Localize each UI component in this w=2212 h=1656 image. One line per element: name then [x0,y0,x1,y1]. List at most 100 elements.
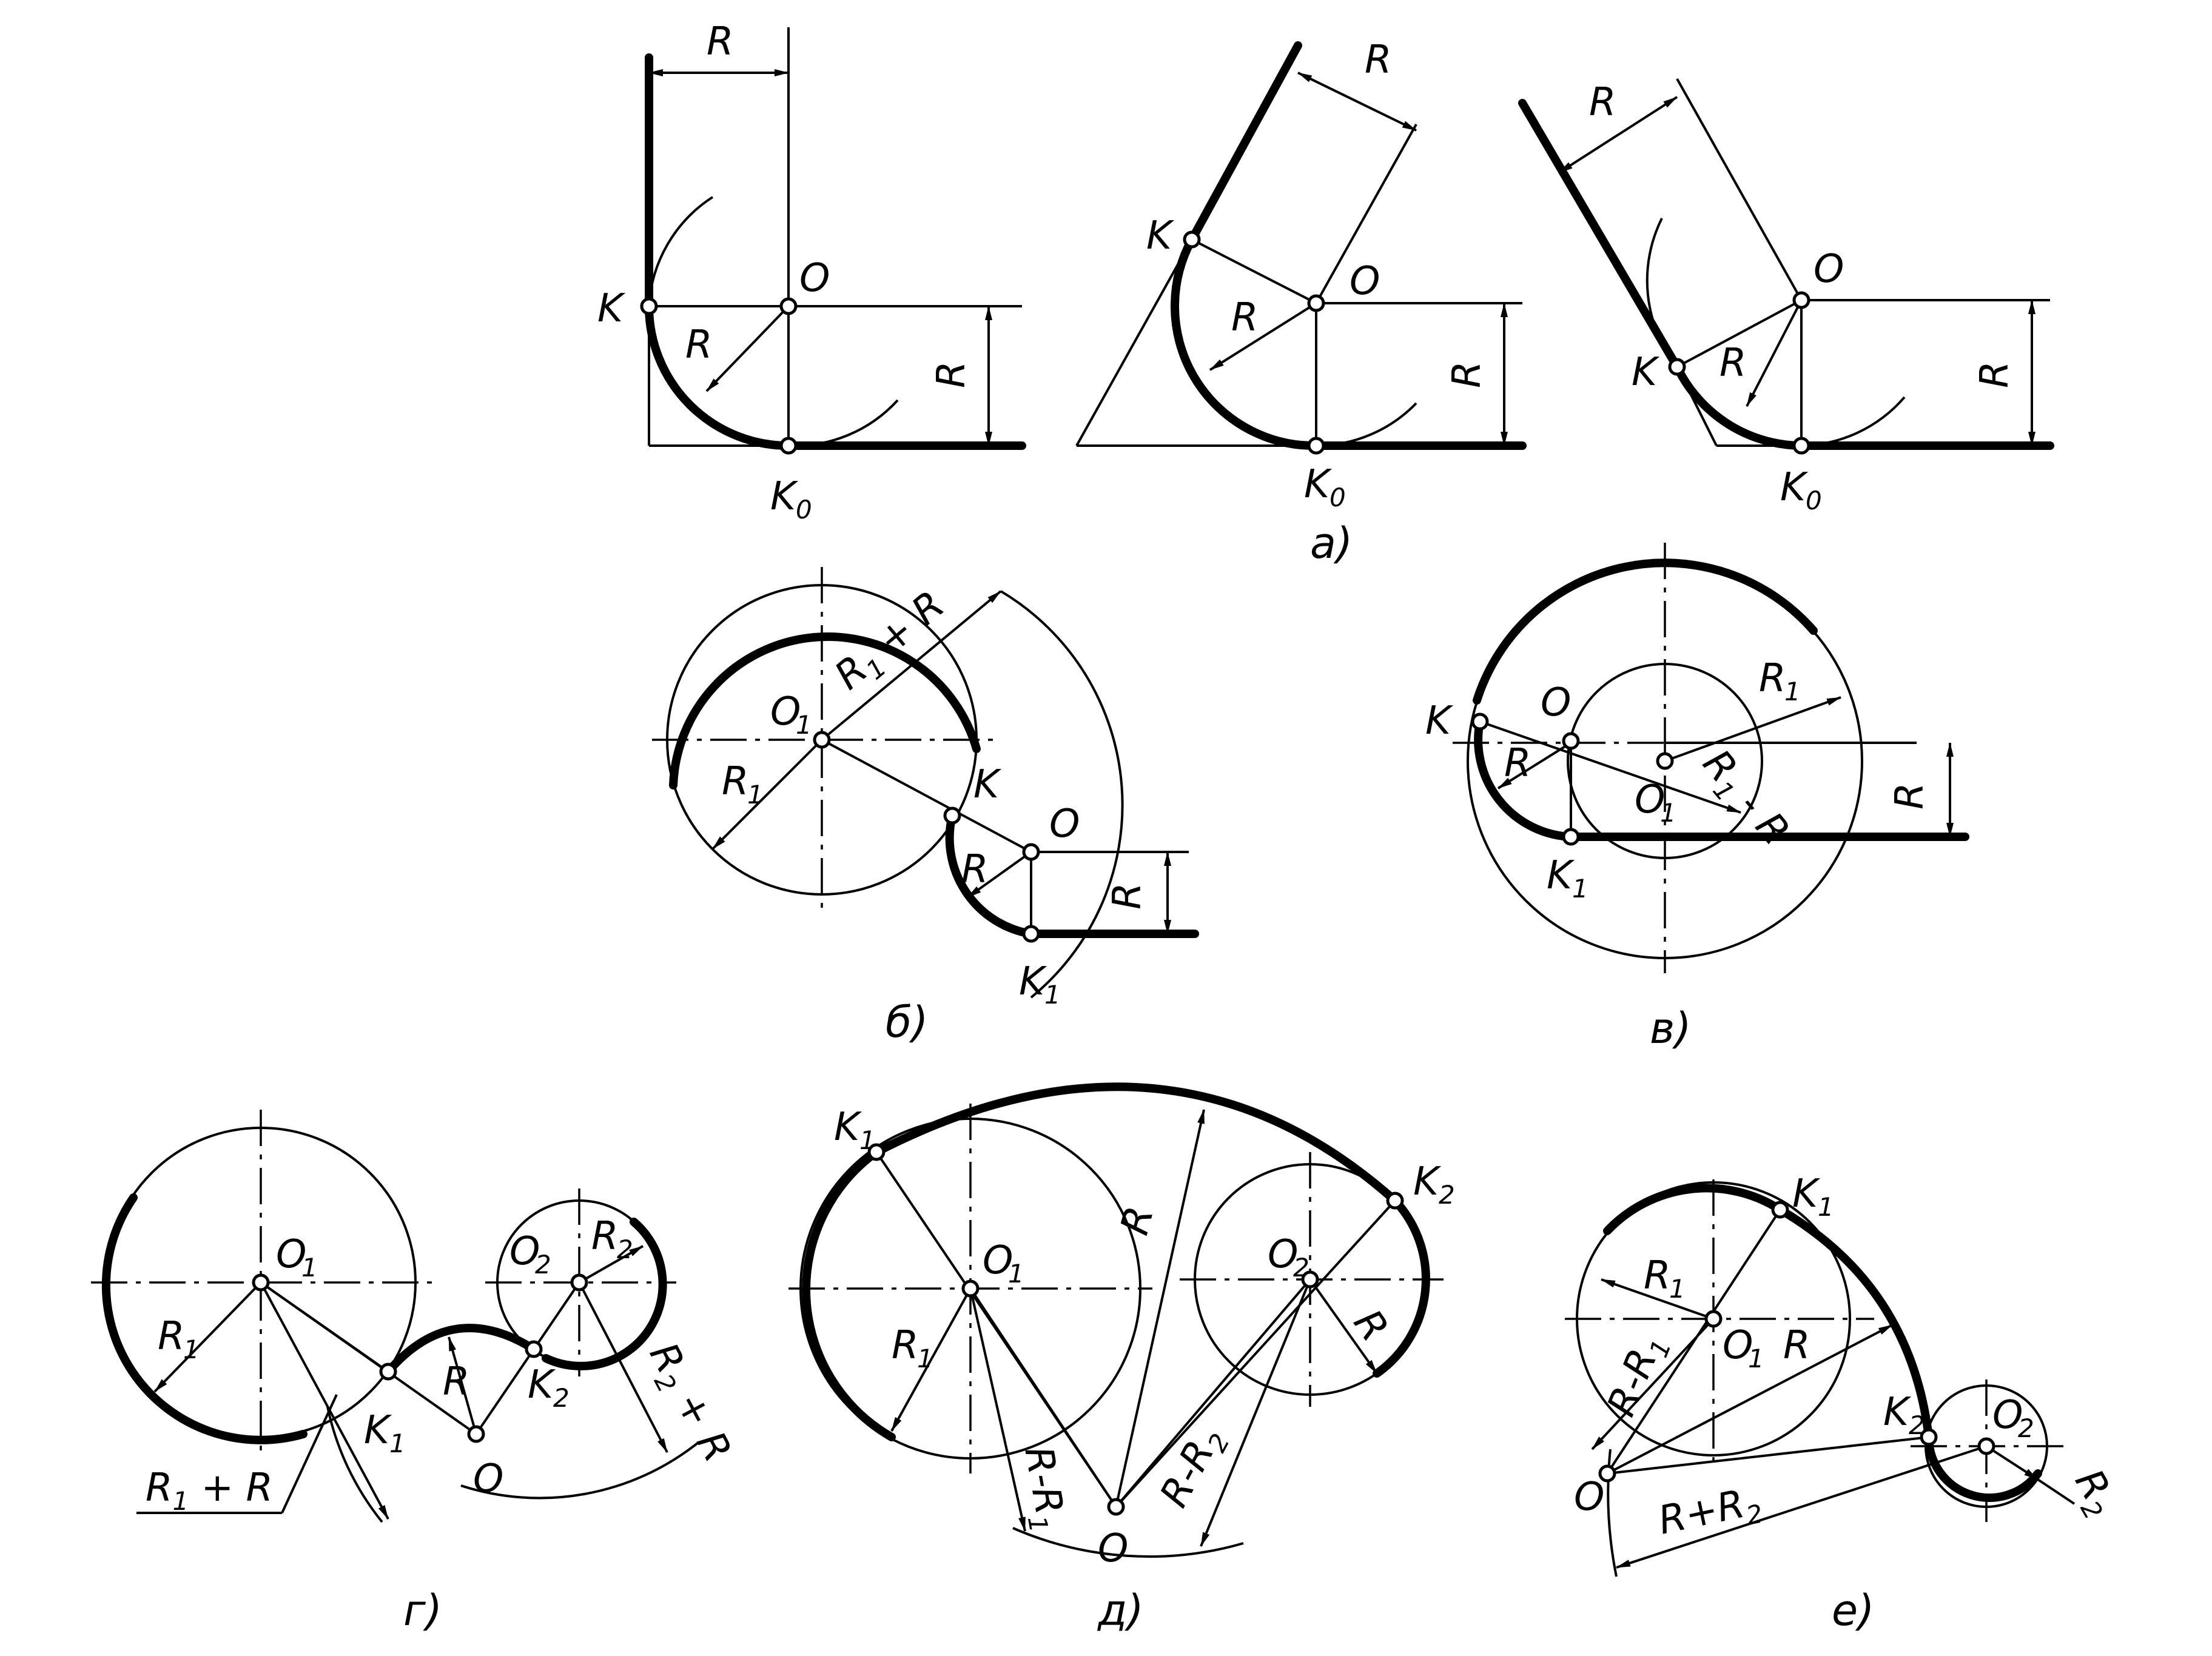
v-label-K1: K [1547,853,1575,898]
g-label-R1-plus-R: R1 + R [146,1466,273,1516]
v-label-R1-sub: 1 [1784,677,1801,706]
caption-e: е) [1832,1586,1874,1635]
g-label-K1: K [364,1408,392,1453]
caption-a: а) [1310,518,1353,568]
a3-label-R-radius: R [1720,341,1746,386]
a1-label-K: K [597,286,626,331]
g-label-K2-sub: 2 [553,1383,570,1413]
figure-a-right-angle: R K O R R K 0 [597,19,1026,525]
e-label-R2: R2 [2061,1462,2126,1524]
e-label-O2: O [1992,1393,2023,1438]
caption-b: б) [886,997,928,1047]
a1-label-K0: K [770,474,799,519]
d-label-R1-sub: 1 [917,1344,933,1373]
d-label-K1-sub: 1 [859,1125,876,1155]
e-label-K1-sub: 1 [1818,1192,1834,1222]
d-label-R1: R [892,1323,918,1368]
g-label-O1: O [276,1232,306,1277]
e-label-K1: K [1792,1172,1821,1216]
g-label-O2: O [509,1229,540,1274]
g-label-R1-sub: 1 [183,1335,200,1364]
a3-label-K0: K [1780,465,1809,510]
d-label-K2: K [1413,1159,1442,1204]
e-label-R1: R [1644,1253,1670,1298]
d-label-O: O [1098,1526,1128,1571]
figure-a-obtuse-angle: R O K R R K 0 [1518,78,2054,515]
b-label-R1: R [722,759,748,804]
a2-label-K0-sub: 0 [1330,483,1346,512]
v-label-R-side: R [1888,783,1932,810]
v-label-O1-sub: 1 [1660,798,1676,828]
e-label-R: R [1783,1323,1810,1368]
d-label-O1-sub: 1 [1008,1259,1024,1289]
a1-label-R-side: R [929,361,974,388]
b-label-R-side: R [1105,883,1150,910]
d-label-O1: O [983,1238,1013,1283]
a3-label-K: K [1632,350,1660,395]
d-label-R-minus-R2: R-R2 [1152,1419,1235,1517]
a1-label-K0-sub: 0 [796,495,812,525]
e-label-K2-sub: 2 [1909,1410,1925,1440]
a3-label-R-side: R [1972,361,2017,388]
figure-a-acute-angle: R K O R R K 0 а) [1075,38,1527,568]
v-label-O1: O [1635,777,1665,822]
a3-label-R-top: R [1589,80,1616,125]
b-label-O1: O [770,689,801,734]
caption-v: в) [1650,1004,1692,1053]
a2-label-R-side: R [1445,361,1490,388]
v-label-K: K [1425,699,1454,743]
e-label-O2-sub: 2 [2018,1413,2034,1443]
a2-label-K0: K [1304,462,1333,507]
d-label-K2-sub: 2 [1439,1180,1455,1210]
a1-label-R: R [707,19,733,64]
d-label-R2: R [1345,1302,1397,1350]
a3-label-K0-sub: 0 [1806,486,1822,515]
g-label-R2-sub: 2 [617,1235,633,1264]
figure-b-external-tangency: O 1 R1 + R R 1 K O R R K 1 б) [652,567,1199,1047]
caption-d: д) [1097,1586,1144,1635]
d-label-R: R [1112,1202,1163,1239]
g-label-R: R [443,1359,469,1404]
v-label-K1-sub: 1 [1572,874,1588,903]
a2-label-R-top: R [1365,38,1391,82]
e-label-R-plus-R2: R+R2 [1655,1478,1766,1549]
g-label-O2-sub: 2 [535,1250,551,1279]
e-label-R1-sub: 1 [1669,1274,1686,1304]
caption-g: г) [403,1586,442,1635]
d-label-O2: O [1268,1232,1298,1277]
e-label-K2: K [1883,1390,1912,1435]
b-label-R1-sub: 1 [747,780,764,810]
figure-d-internal-two-circles: K 1 K 2 O 1 O 2 R 1 R R R-R1 R-R2 O д) [788,1082,1455,1635]
a1-label-O: O [799,256,830,301]
d-label-O2-sub: 2 [1293,1253,1309,1282]
b-label-K1: K [1019,959,1047,1004]
a2-label-R-radius: R [1231,295,1258,340]
e-label-O: O [1574,1475,1604,1520]
b-label-K: K [973,762,1002,807]
v-label-R: R [1504,741,1531,786]
d-label-R-minus-R1: R-R1 [1010,1443,1074,1535]
a2-label-K: K [1146,213,1175,258]
g-label-K1-sub: 1 [389,1429,406,1458]
a2-label-O: O [1350,259,1380,304]
g-label-O1-sub: 1 [301,1253,318,1282]
g-label-O: O [473,1457,503,1501]
a1-label-R-radius: R [685,323,712,367]
g-label-R2: R [591,1214,618,1259]
figure-v-internal-tangency: K O O 1 R 1 R1 - R R R K 1 в) [1425,543,1969,1053]
e-label-O1-sub: 1 [1748,1344,1764,1373]
b-label-K1-sub: 1 [1044,980,1061,1010]
g-label-R1: R [158,1314,184,1359]
v-label-R1: R [1759,656,1786,701]
e-label-R-minus-R1: R-R1 [1599,1328,1677,1425]
figure-g-external-two-circles: O 1 O 2 R 1 R 2 R2 + R R1 + R K 1 K 2 R … [91,1110,740,1635]
d-label-K1: K [834,1105,862,1150]
b-label-O: O [1049,802,1080,846]
a3-label-O: O [1814,247,1844,292]
figure-e-mixed-tangency: K 1 K 2 O 1 O 2 R 1 R R-R1 R+R2 R2 O е) [1565,1172,2126,1635]
g-label-K2: K [528,1363,556,1407]
e-label-O1: O [1723,1323,1753,1368]
b-label-O1-sub: 1 [796,710,812,740]
v-label-O: O [1541,680,1571,725]
